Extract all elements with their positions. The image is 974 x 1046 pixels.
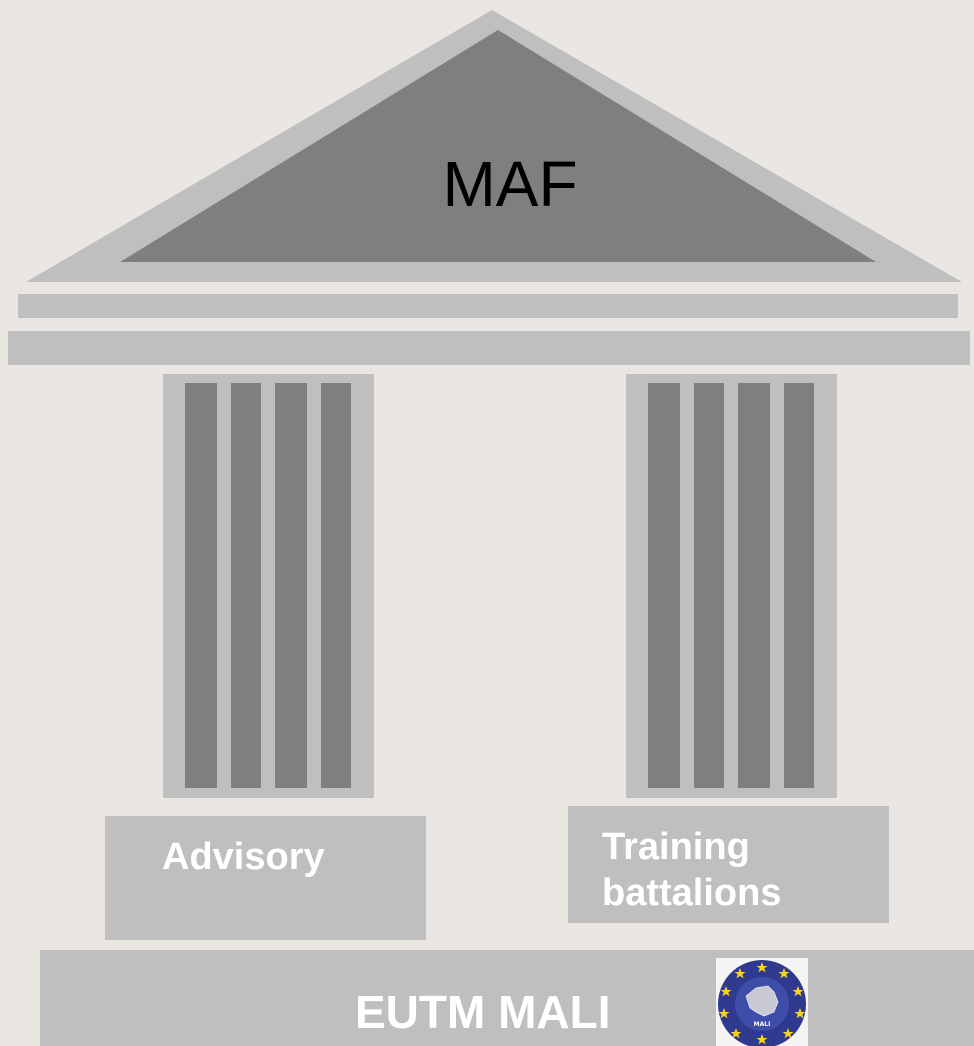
star-icon xyxy=(756,962,768,973)
left-column-flute xyxy=(231,383,261,788)
star-icon xyxy=(734,968,746,979)
star-icon xyxy=(792,986,804,997)
training-battalions-label: Training battalions xyxy=(602,826,782,914)
left-column-flute xyxy=(185,383,217,788)
right-column-flute xyxy=(694,383,724,788)
star-icon xyxy=(794,1008,806,1019)
star-ring xyxy=(718,962,806,1045)
roof-inner xyxy=(120,30,876,262)
left-column xyxy=(163,374,374,798)
entablature-lower xyxy=(8,331,970,365)
emblem-seal: MALI xyxy=(718,960,806,1046)
star-icon xyxy=(730,1028,742,1039)
foundation-label: EUTM MALI xyxy=(355,986,611,1038)
right-column-flute xyxy=(648,383,680,788)
mali-map-shape xyxy=(745,985,779,1017)
star-icon xyxy=(720,986,732,997)
right-column-base xyxy=(568,806,889,923)
entablature-upper xyxy=(18,294,958,318)
right-column-flute xyxy=(784,383,814,788)
right-column-flute xyxy=(738,383,770,788)
star-icon xyxy=(782,1028,794,1039)
foundation xyxy=(40,950,974,1046)
left-column-flute xyxy=(275,383,307,788)
advisory-label: Advisory xyxy=(162,836,325,878)
left-column-base xyxy=(105,816,426,940)
eutm-mali-emblem-icon: MALI xyxy=(716,958,808,1046)
star-icon xyxy=(778,968,790,979)
right-column xyxy=(626,374,837,798)
star-icon xyxy=(718,1008,730,1019)
star-icon xyxy=(756,1034,768,1045)
roof-label: MAF xyxy=(442,148,578,220)
emblem-center-text: MALI xyxy=(754,1021,771,1028)
left-column-flute xyxy=(321,383,351,788)
